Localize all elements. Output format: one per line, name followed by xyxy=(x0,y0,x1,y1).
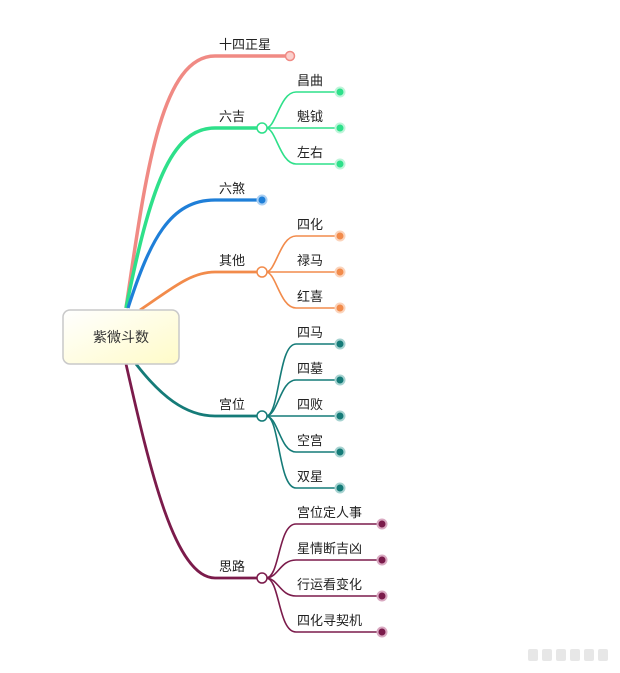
branch-label-gongwei: 宫位 xyxy=(219,398,245,413)
sub-curve-sihua xyxy=(265,235,338,273)
sub-label-changqu: 昌曲 xyxy=(297,74,323,89)
branch-label-liuji: 六吉 xyxy=(219,110,245,125)
sub-label-gongweidingrenshi: 宫位定人事 xyxy=(297,506,362,521)
branch-curve-gongwei xyxy=(134,363,258,418)
sub-label-kuiyue: 魁钺 xyxy=(297,109,323,125)
node-dot-sibai[interactable] xyxy=(334,410,346,422)
node-dot-gongweidingrenshi[interactable] xyxy=(376,518,388,530)
collapse-toggle-shisi[interactable] xyxy=(284,50,296,62)
node-dot-sima[interactable] xyxy=(334,338,346,350)
node-dot-shuangxing[interactable] xyxy=(334,482,346,494)
sub-label-sima: 四马 xyxy=(297,326,323,341)
watermark-glyph xyxy=(556,649,566,661)
sub-label-luma: 禄马 xyxy=(297,254,323,269)
node-dot-xingqingduanjixiong[interactable] xyxy=(376,554,388,566)
sub-curve-gongweidingrenshi xyxy=(265,523,380,579)
sub-curve-changqu xyxy=(265,91,338,129)
sub-curve-sihuaxunqiji xyxy=(265,577,380,633)
expand-toggle-liuji[interactable] xyxy=(256,122,268,134)
node-dot-hongxi[interactable] xyxy=(334,302,346,314)
root-node[interactable]: 紫微斗数 xyxy=(62,309,180,365)
node-dot-konggong[interactable] xyxy=(334,446,346,458)
root-label: 紫微斗数 xyxy=(93,330,149,346)
branch-curve-liusha xyxy=(126,198,258,309)
node-dot-zuoyou[interactable] xyxy=(334,158,346,170)
watermark-glyph xyxy=(584,649,594,661)
branch-curve-shisi xyxy=(124,54,286,309)
watermark-glyph xyxy=(542,649,552,661)
expand-toggle-qita[interactable] xyxy=(256,266,268,278)
sub-label-sihuaxunqiji: 四化寻契机 xyxy=(297,614,362,629)
expand-toggle-gongwei[interactable] xyxy=(256,410,268,422)
watermark-glyph xyxy=(598,649,608,661)
sub-curve-sima xyxy=(265,343,338,417)
sub-curve-zuoyou xyxy=(265,127,338,165)
sub-label-xingyunkanbianhua: 行运看变化 xyxy=(297,577,362,593)
expand-toggle-silu[interactable] xyxy=(256,572,268,584)
sub-label-simu: 四墓 xyxy=(297,362,323,377)
sub-curve-xingqingduanjixiong xyxy=(265,559,380,579)
sub-label-zuoyou: 左右 xyxy=(297,146,323,161)
sub-curve-shuangxing xyxy=(265,415,338,489)
branch-label-silu: 思路 xyxy=(219,559,245,575)
branch-curve-silu xyxy=(124,363,258,580)
node-dot-xingyunkanbianhua[interactable] xyxy=(376,590,388,602)
node-dot-sihuaxunqiji[interactable] xyxy=(376,626,388,638)
sub-label-xingqingduanjixiong: 星情断吉凶 xyxy=(297,542,362,557)
sub-curve-simu xyxy=(265,379,338,417)
branch-curve-liuji xyxy=(124,126,258,309)
branch-label-shisi: 十四正星 xyxy=(219,38,271,53)
watermark-glyph xyxy=(570,649,580,661)
branch-label-qita: 其他 xyxy=(219,254,245,269)
node-dot-simu[interactable] xyxy=(334,374,346,386)
watermark-glyph xyxy=(528,649,538,661)
node-dot-luma[interactable] xyxy=(334,266,346,278)
node-dot-changqu[interactable] xyxy=(334,86,346,98)
sub-label-sibai: 四败 xyxy=(297,398,323,413)
sub-label-hongxi: 红喜 xyxy=(297,289,323,305)
sub-label-shuangxing: 双星 xyxy=(297,470,323,485)
sub-label-konggong: 空宫 xyxy=(297,434,323,449)
node-dot-sihua[interactable] xyxy=(334,230,346,242)
collapse-toggle-liusha[interactable] xyxy=(256,194,268,206)
branch-curve-qita xyxy=(139,270,258,312)
sub-curve-hongxi xyxy=(265,271,338,309)
node-dot-kuiyue[interactable] xyxy=(334,122,346,134)
branch-label-liusha: 六煞 xyxy=(219,182,245,197)
watermark xyxy=(528,646,614,664)
sub-label-sihua: 四化 xyxy=(297,218,323,233)
